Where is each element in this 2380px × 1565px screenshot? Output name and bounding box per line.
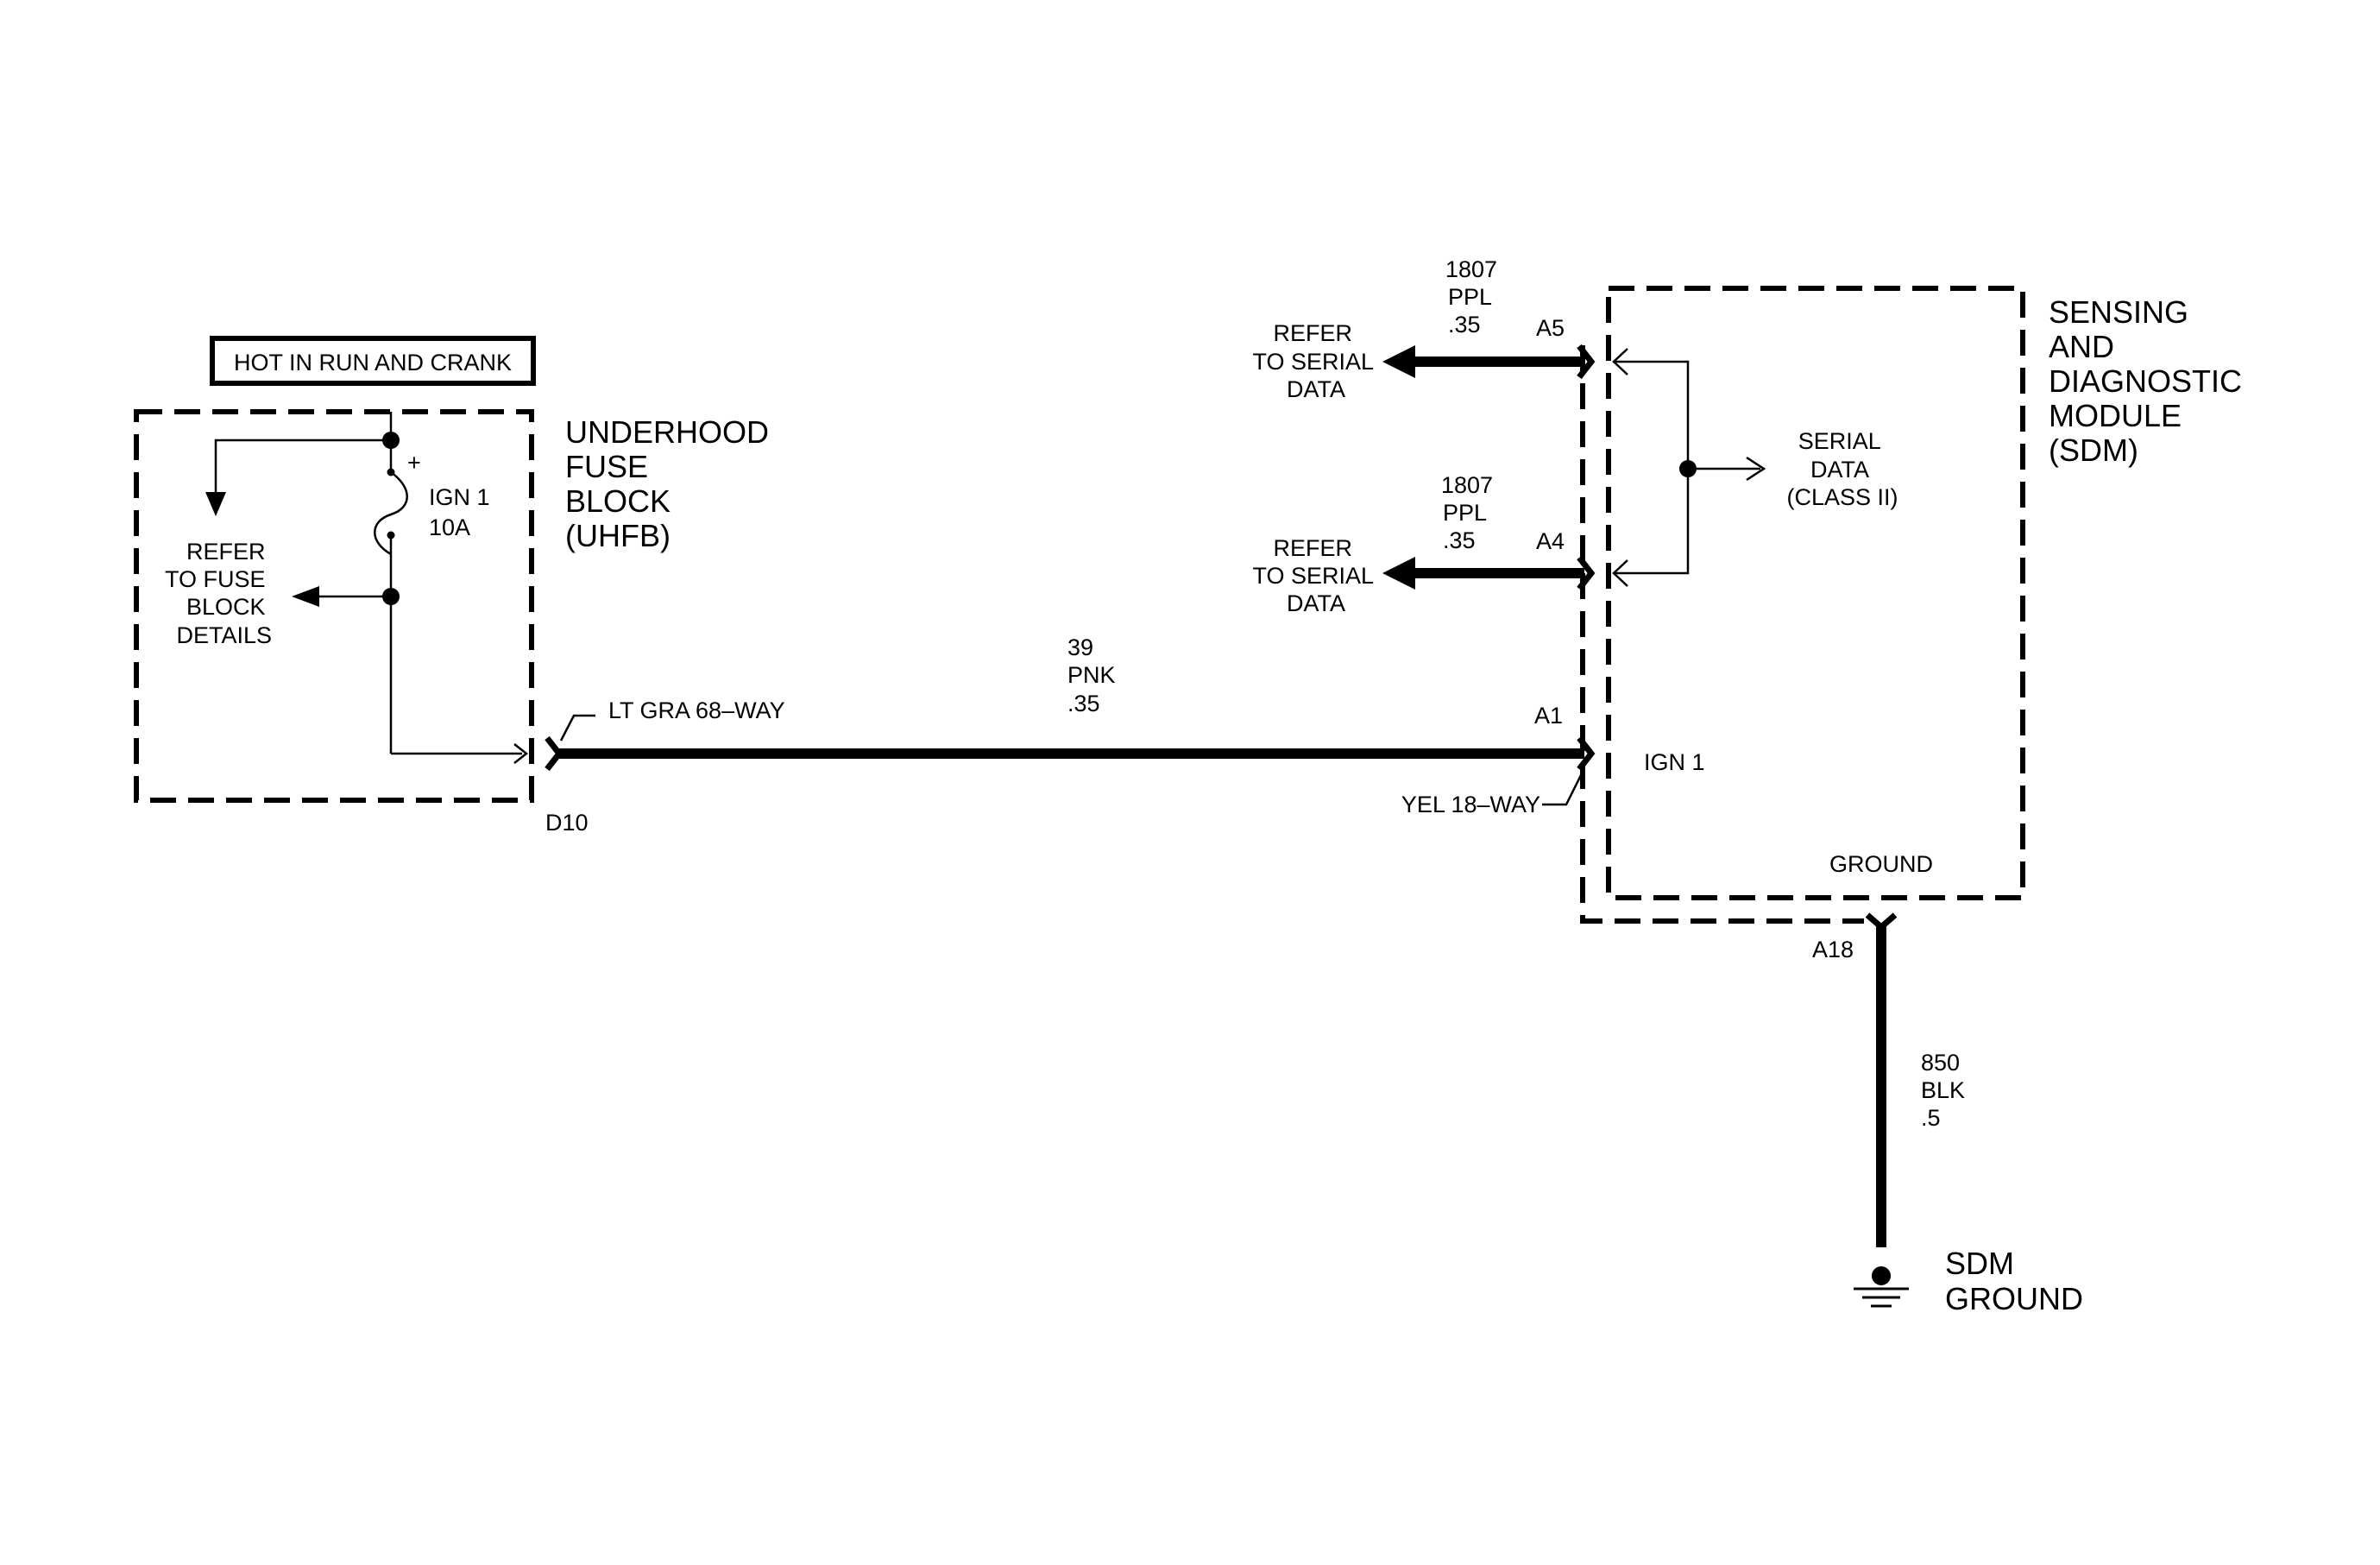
uhfb-dashed-box [134,409,534,803]
sdm-ground-point-label: SDM GROUND [1945,1246,2083,1316]
terminal-d10-icon [545,735,564,772]
wire-1807-a5-label: 1807 PPL .35 [1445,256,1504,338]
sdm-ign-pin-label: A1 [1534,703,1563,729]
connector-arrow-icon [1612,559,1628,587]
fuse-name-label: IGN 1 [429,484,490,510]
connector-leader [559,714,595,741]
arrow-left-icon [1382,345,1415,378]
underhood-fuse-block: HOT IN RUN AND CRANK + IGN 1 10A REFER T… [134,336,778,803]
sdm-connector-dashed-outline [1580,345,1864,924]
uhfb-pin-label: D10 [545,810,589,836]
serial-internal-line [1615,360,1690,575]
refer-serial-data-label: REFER TO SERIAL DATA [1252,535,1379,616]
fuse-element-icon [374,470,408,556]
serial-wire-a5: 1807 PPL .35 A5 REFER TO SERIAL DATA [1252,256,1596,402]
pin-a5-label: A5 [1536,315,1565,341]
arrow-right-icon [1746,456,1766,482]
ign-wire: LT GRA 68–WAY D10 39 PNK .35 A1 YEL 18–W… [545,634,1596,836]
fuse-rating-label: 10A [429,514,470,540]
arrow-left-icon [292,586,319,607]
sdm-ground-label: GROUND [1829,851,1933,877]
refer-serial-data-label: REFER TO SERIAL DATA [1252,320,1379,402]
ground-node [1872,1266,1891,1285]
wire-1807-a4-label: 1807 PPL .35 [1441,472,1500,553]
pin-a18-label: A18 [1812,937,1854,962]
serial-data-label: SERIAL DATA (CLASS II) [1786,428,1898,510]
sensing-diagnostic-module: SERIAL DATA (CLASS II) IGN 1 GROUND SENS… [1580,286,2251,924]
serial-wire-a4: 1807 PPL .35 A4 REFER TO SERIAL DATA [1252,472,1596,616]
refer-fuse-details-label: REFER TO FUSE BLOCK DETAILS [165,539,272,648]
hot-in-run-crank-box [210,336,536,386]
connector-arrow-icon [513,743,529,764]
connector-leader [1542,767,1586,806]
wire-850-label: 850 BLK .5 [1921,1050,1972,1131]
uhfb-title: UNDERHOOD FUSE BLOCK (UHFB) [565,414,778,553]
sdm-dashed-box [1606,286,2025,900]
ground-wire: A18 850 BLK .5 SDM GROUND [1812,912,2083,1316]
sdm-connector-label: YEL 18–WAY [1401,792,1540,817]
fuse-block-branch-line [214,439,391,492]
wire-39-label: 39 PNK .35 [1067,634,1122,716]
ground-symbol-icon [1854,1287,1909,1308]
uhfb-connector-label: LT GRA 68–WAY [608,697,785,723]
arrow-down-icon [205,492,226,516]
fuse-polarity-label: + [407,450,421,476]
pin-a4-label: A4 [1536,528,1565,554]
connector-arrow-icon [1612,348,1628,375]
sdm-ign-label: IGN 1 [1644,749,1705,775]
hot-in-run-crank-label: HOT IN RUN AND CRANK [234,350,512,375]
sdm-title: SENSING AND DIAGNOSTIC MODULE (SDM) [2049,294,2251,468]
arrow-left-icon [1382,557,1415,590]
